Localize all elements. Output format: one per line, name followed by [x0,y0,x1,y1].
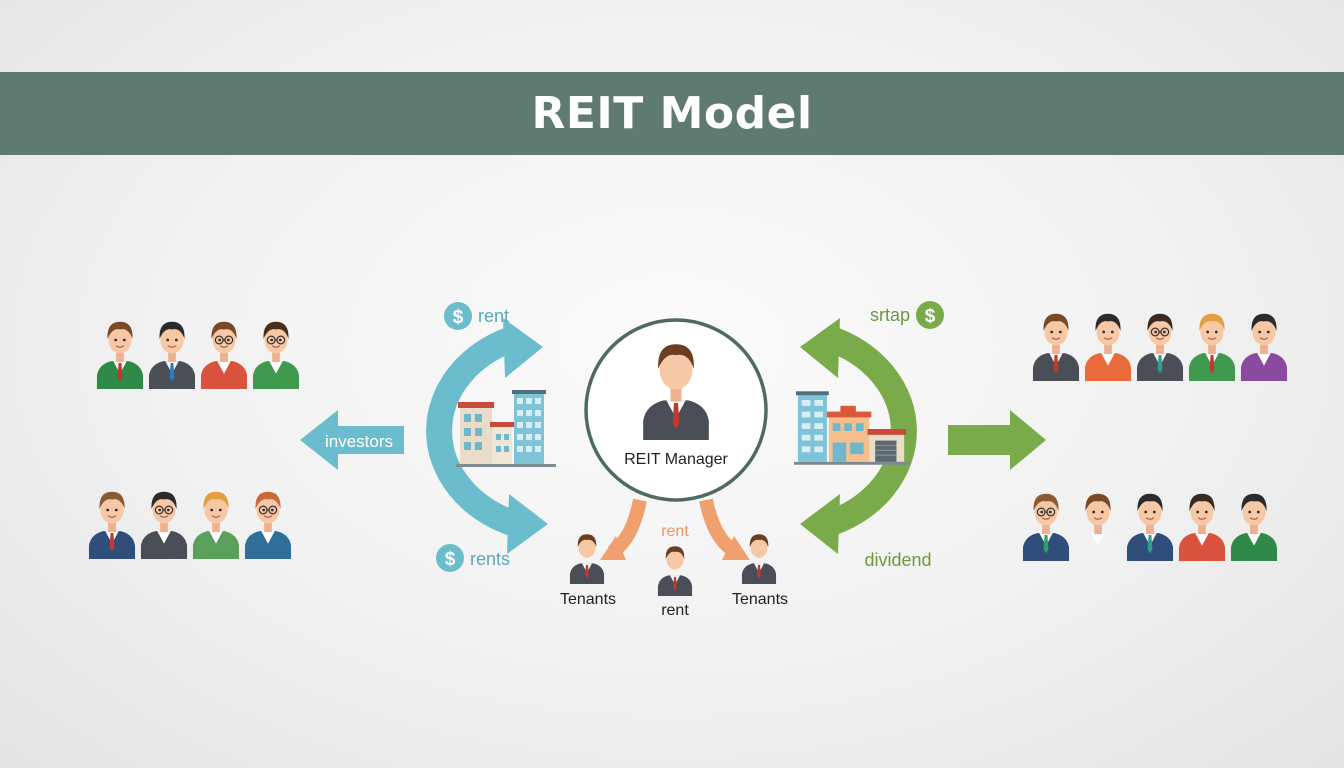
tenants-right-label: Tenants [732,591,788,608]
rents-label-bottom-left: $ rents [436,544,510,572]
investor-avatar [1136,313,1184,381]
investor-avatar [140,491,188,559]
investor-avatar [1230,493,1278,561]
investor-avatar [1126,493,1174,561]
investor-avatar [148,321,196,389]
green-arrowhead-top [800,318,840,378]
rent-tenant-middle-label: rent [661,602,689,619]
investor-avatar [1022,493,1070,561]
teal-cycle-arrow [426,318,548,554]
rent-label-top-left: $ rent [444,302,509,330]
dollar-icon [444,302,472,330]
page-title: REIT Model [531,88,813,139]
teal-arrowhead-top [503,318,543,378]
rent-center-label: rent [661,523,689,540]
investor-avatar [1032,313,1080,381]
investor-group-top-right [1032,313,1288,381]
title-banner: REIT Model [0,72,1344,155]
manager-avatar [643,344,709,440]
dollar-icon [916,301,944,329]
reit-manager-node: REIT Manager [584,318,768,502]
dollar-icon [436,544,464,572]
investor-avatar [1240,313,1288,381]
investors-arrow: investors [300,410,404,470]
investor-avatar [88,491,136,559]
teal-arrowhead-bottom [507,494,548,554]
tenants-left-label: Tenants [560,591,616,608]
investor-avatar [1074,493,1122,561]
manager-label: REIT Manager [624,451,728,468]
investor-groups [88,313,1288,561]
investor-avatar [200,321,248,389]
investors-label: investors [325,432,393,451]
investor-group-bottom-right [1022,493,1278,561]
green-arrowhead-bottom [800,494,840,554]
dividend-label: dividend [864,550,931,570]
investor-avatar [244,491,292,559]
srtap-label-top-right: srtap $ [870,301,944,329]
building-left-icon [456,390,556,467]
tenant-right-avatar [741,534,777,584]
investor-group-bottom-left [88,491,292,559]
rent-text-top-left: rent [478,306,509,326]
investor-avatar [1188,313,1236,381]
investor-avatar [1178,493,1226,561]
tenant-middle-avatar [657,546,693,596]
investor-group-top-left [96,321,300,389]
srtap-text: srtap [870,305,910,325]
payout-arrow [948,410,1046,470]
investor-avatar [96,321,144,389]
dollar-glyph: $ [453,307,464,328]
dollar-glyph: $ [445,549,456,570]
rents-text: rents [470,549,510,569]
investor-avatar [192,491,240,559]
tenant-rent-arrows [600,498,750,560]
investor-avatar [252,321,300,389]
investor-avatar [1084,313,1132,381]
tenant-left-avatar [569,534,605,584]
dollar-glyph: $ [925,306,936,327]
